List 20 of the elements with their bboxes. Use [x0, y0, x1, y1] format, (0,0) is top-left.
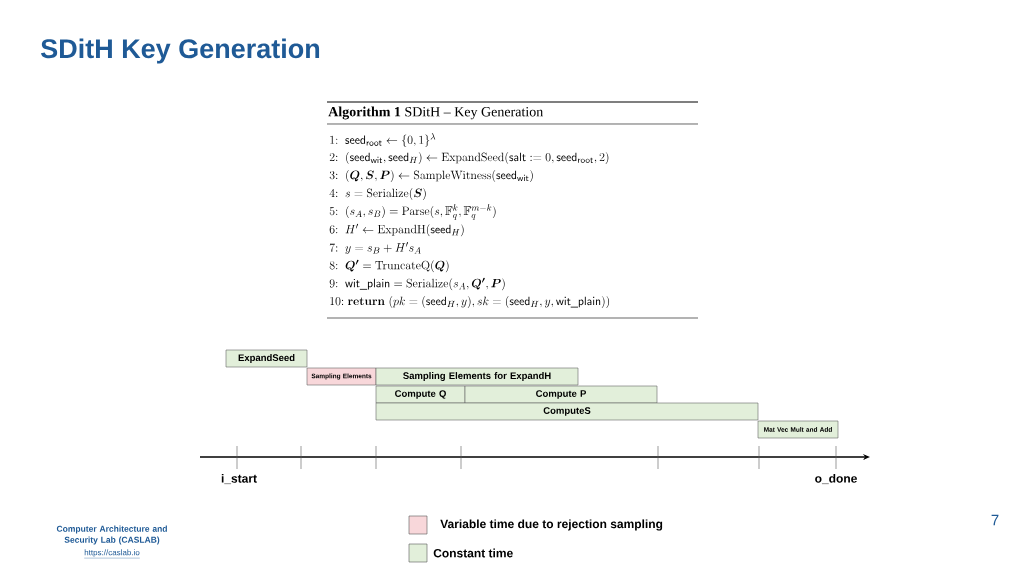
- page-number: 7: [991, 514, 999, 526]
- axis-label: o_done: [815, 473, 857, 485]
- legend-label: Variable time due to rejection sampling: [440, 519, 663, 531]
- algorithm-line: $\mathrm{5{:}}\;\; (s_A, s_B) = \mathrm{Parse}(s, \mathbb{F}_q^k, \mathbb{F}_q^{m-k})$: [329, 204, 496, 220]
- algorithm-line: $\mathrm{9{:}}\;\; \mathsf{wit\_plain} = \mathrm{Serialize}(s_A, \boldsymbol{Q'}, \boldsymbol{P})$: [329, 277, 505, 291]
- algorithm-line: $\mathrm{6{:}}\;\; H' \leftarrow \mathrm{ExpandH}(\mathsf{seed}_H)$: [329, 223, 464, 237]
- algorithm-line: $\mathrm{7{:}}\;\; y = s_B + H's_A$: [329, 242, 421, 254]
- algorithm-line: $\mathrm{3{:}}\;\; (\boldsymbol{Q}, \boldsymbol{S}, \boldsymbol{P}) \leftarrow \mathrm{SampleWitness}(\mathsf{seed}_{\mathsf{wit}})$: [329, 170, 533, 182]
- slide-title: SDitH Key Generation: [41, 38, 320, 64]
- link: https://caslab.io: [84, 549, 140, 559]
- algorithm-line: $\mathrm{8{:}}\;\; \boldsymbol{Q'} = \mathrm{TruncateQ}(\boldsymbol{Q})$: [329, 259, 449, 273]
- axis-label: i_start: [221, 473, 257, 485]
- lab-name: Computer Architecture and Security Lab (CASLAB): [56, 525, 167, 545]
- algorithm-line: $\mathrm{10{:}}\; \mathbf{return}\ (pk = (\mathsf{seed}_H, y), sk = (\mathsf{seed}_H, y, \mathsf{wit\_plain}))$: [330, 296, 610, 308]
- algorithm-line: $\mathrm{4{:}}\;\; s = \mathrm{Serialize}(\boldsymbol{S})$: [329, 188, 426, 200]
- algorithm-line: $\mathrm{1{:}}\;\; \mathsf{seed}_{\mathsf{root}} \leftarrow \{0,1\}^{\lambda}$: [330, 133, 436, 147]
- algorithm-heading: Algorithm 1 SDitH – Key Generation: [328, 106, 543, 120]
- legend-label: Constant time: [433, 548, 513, 558]
- algorithm-line: $\mathrm{2{:}}\;\; (\mathsf{seed}_{\mathsf{wit}}, \mathsf{seed}_{H}) \leftarrow \mathrm{ExpandSeed}(\mathsf{salt} := 0, \mathsf{seed}_{\mathsf{root}}, 2)$: [329, 152, 609, 164]
- task-bar: ExpandSeed: [225, 349, 308, 368]
